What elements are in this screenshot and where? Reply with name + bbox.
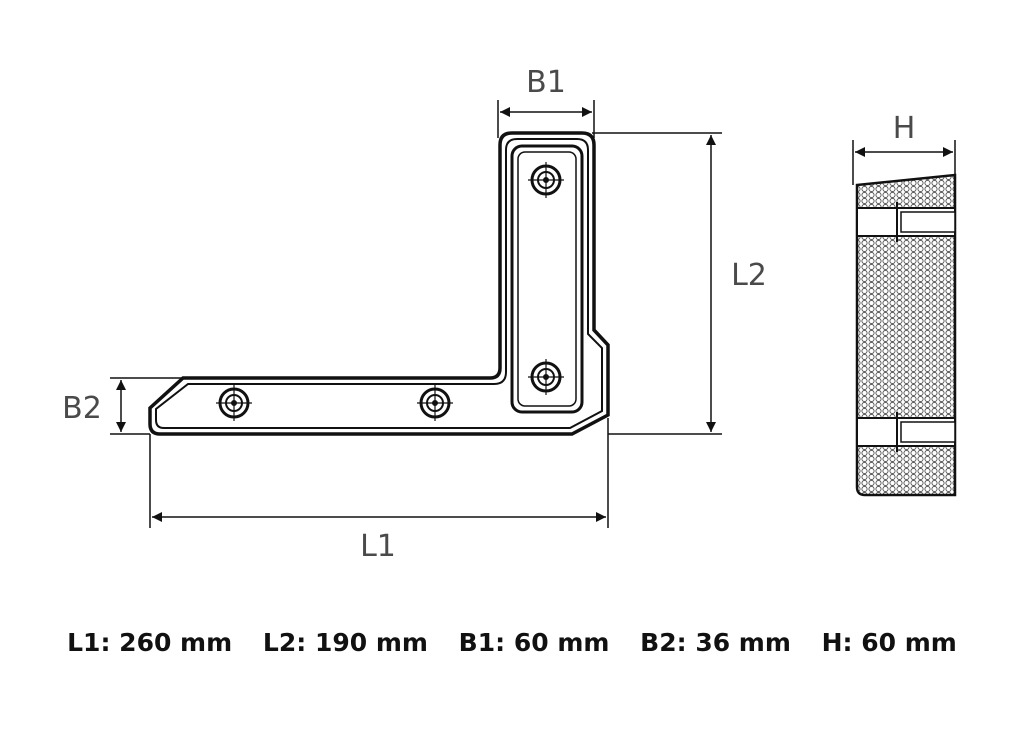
- inner-insert-frame-edge: [517, 151, 577, 407]
- technical-drawing: B1 L2 B2 L1 H: [62, 65, 957, 564]
- spec-value: 190 mm: [314, 628, 428, 657]
- dimension-l2: [592, 132, 722, 435]
- spec-b1: B1: 60 mm: [459, 628, 610, 657]
- dimension-b2: [110, 377, 183, 435]
- spec-value: 60 mm: [861, 628, 957, 657]
- screw-hole: [216, 385, 252, 421]
- screw-holes: [216, 162, 564, 421]
- spec-l2: L2: 190 mm: [263, 628, 428, 657]
- dimension-l1: [149, 418, 609, 528]
- spec-l1: L1: 260 mm: [67, 628, 232, 657]
- label-l1: L1: [360, 529, 396, 564]
- corner-protector-side-view: [855, 173, 957, 497]
- label-h: H: [893, 111, 916, 146]
- spec-value: 60 mm: [513, 628, 610, 657]
- spec-value: 260 mm: [119, 628, 233, 657]
- label-b1: B1: [526, 65, 566, 100]
- outer-contour: [148, 131, 610, 436]
- screw-hole: [417, 385, 453, 421]
- corner-protector-plan-view: [148, 131, 610, 436]
- spec-value: 36 mm: [695, 628, 791, 657]
- foam-section: [855, 173, 957, 497]
- dimension-specs: L1: 260 mm L2: 190 mm B1: 60 mm B2: 36 m…: [0, 628, 1024, 657]
- spec-b2: B2: 36 mm: [640, 628, 791, 657]
- bolt-channel: [856, 202, 956, 242]
- spec-h: H: 60 mm: [822, 628, 957, 657]
- screw-hole: [528, 359, 564, 395]
- dimension-h: [852, 140, 956, 185]
- label-l2: L2: [731, 258, 767, 293]
- screw-hole: [528, 162, 564, 198]
- dimension-b1: [497, 100, 595, 138]
- outer-contour-inner-edge: [155, 138, 603, 429]
- label-b2: B2: [62, 391, 102, 426]
- bolt-channel: [856, 412, 956, 452]
- spec-label: H:: [821, 628, 853, 657]
- inner-insert-frame: [510, 144, 584, 414]
- spec-label: B1:: [458, 628, 506, 657]
- spec-label: B2:: [640, 628, 687, 657]
- spec-label: L1:: [67, 628, 111, 657]
- spec-label: L2:: [262, 628, 307, 657]
